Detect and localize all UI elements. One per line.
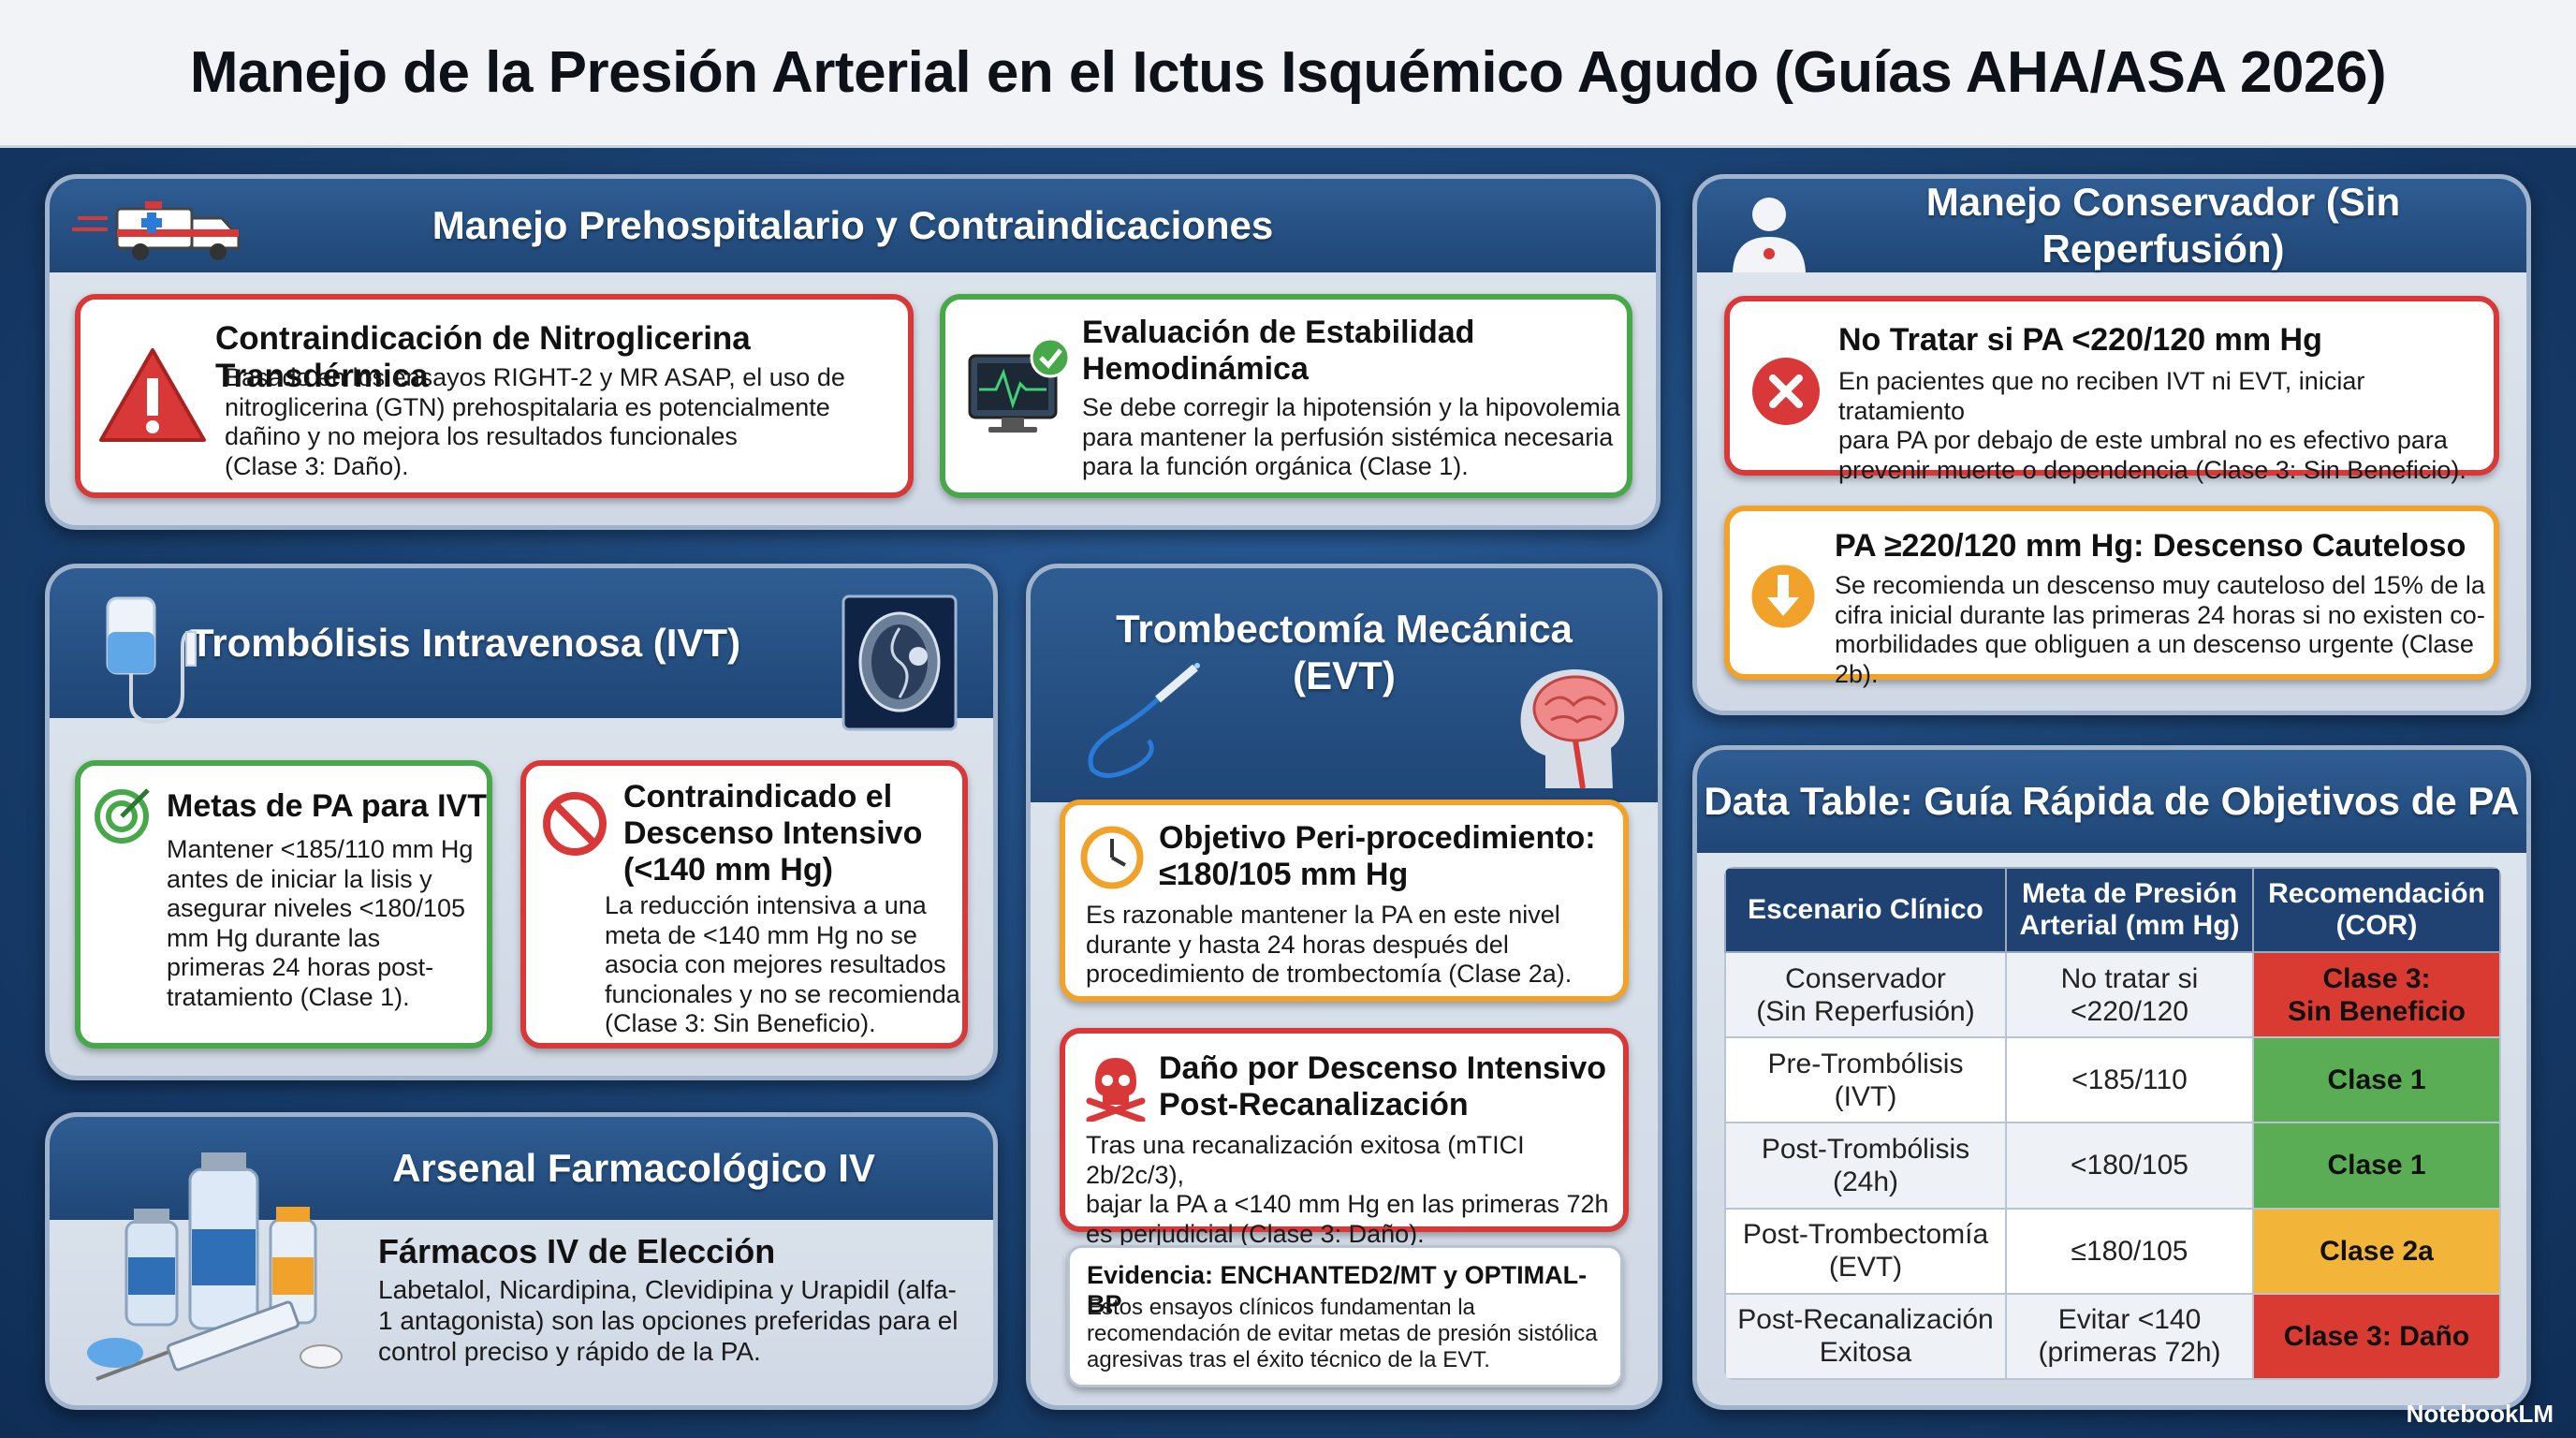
pharma-panel: Arsenal Farmacológico IV bbox=[45, 1112, 998, 1410]
target-cell: Evitar <140 (primeras 72h) bbox=[2005, 1292, 2254, 1380]
cautious-card: PA ≥220/120 mm Hg: Descenso Cauteloso Se… bbox=[1724, 506, 2499, 688]
ivt-goals-card: Metas de PA para IVT Mantener <185/110 m… bbox=[75, 760, 492, 1049]
x-circle-icon bbox=[1752, 358, 1820, 425]
header: Manejo de la Presión Arterial en el Ictu… bbox=[0, 0, 2576, 148]
nitroglycerin-text: Basado en los ensayos RIGHT-2 y MR ASAP,… bbox=[225, 363, 845, 480]
monitor-check-icon bbox=[968, 337, 1071, 433]
scenario-cell: Pre-Trombólisis (IVT) bbox=[1724, 1036, 2007, 1124]
iv-bag-icon bbox=[106, 596, 197, 725]
nitroglycerin-card: Contraindicación de Nitroglicerina Trans… bbox=[75, 294, 914, 498]
no-treat-text: En pacientes que no reciben IVT ni EVT, … bbox=[1838, 367, 2466, 484]
table-header-target: Meta de Presión Arterial (mm Hg) bbox=[2005, 867, 2254, 953]
prohibited-icon bbox=[543, 792, 607, 856]
target-cell: <185/110 bbox=[2005, 1036, 2254, 1124]
table-title-bar: Data Table: Guía Rápida de Objetivos de … bbox=[1697, 750, 2526, 853]
clock-icon bbox=[1080, 826, 1144, 889]
warning-icon bbox=[99, 348, 206, 442]
scenario-cell: Conservador (Sin Reperfusión) bbox=[1724, 950, 2007, 1039]
bp-targets-table: Escenario Clínico Meta de Presión Arteri… bbox=[1724, 867, 2501, 1380]
peri-procedure-text: Es razonable mantener la PA en este nive… bbox=[1086, 901, 1573, 989]
peri-procedure-title: Objetivo Peri-procedimiento:≤180/105 mm … bbox=[1159, 820, 1596, 893]
table-title: Data Table: Guía Rápida de Objetivos de … bbox=[1704, 778, 2520, 823]
pharma-text: Labetalol, Nicardipina, Clevidipina y Ur… bbox=[378, 1275, 959, 1366]
pharma-subtitle: Fármacos IV de Elección bbox=[378, 1232, 776, 1270]
head-brain-icon bbox=[1520, 669, 1625, 789]
patient-icon bbox=[1733, 198, 1806, 272]
scenario-cell: Post-Trombólisis (24h) bbox=[1724, 1122, 2007, 1210]
cor-cell: Clase 3: Sin Beneficio bbox=[2252, 950, 2501, 1039]
ivt-goals-title: Metas de PA para IVT bbox=[167, 788, 487, 824]
scenario-cell: Post-Trombectomía (EVT) bbox=[1724, 1207, 2007, 1295]
scenario-cell: Post-Recanalización Exitosa bbox=[1724, 1292, 2007, 1380]
catheter-icon bbox=[1088, 663, 1200, 778]
pharma-title: Arsenal Farmacológico IV bbox=[392, 1145, 875, 1190]
prehospital-title-bar: Manejo Prehospitalario y Contraindicacio… bbox=[50, 179, 1656, 272]
target-cell: ≤180/105 bbox=[2005, 1207, 2254, 1295]
evidence-card: Evidencia: ENCHANTED2/MT y OPTIMAL-BP Es… bbox=[1067, 1245, 1623, 1387]
vials-syringe-icon bbox=[87, 1152, 343, 1381]
table-row: Conservador (Sin Reperfusión)No tratar s… bbox=[1724, 950, 2501, 1039]
no-treat-title: No Tratar si PA <220/120 mm Hg bbox=[1838, 322, 2322, 358]
cor-cell: Clase 3: Daño bbox=[2252, 1292, 2501, 1380]
cautious-text: Se recomienda un descenso muy cauteloso … bbox=[1835, 571, 2485, 688]
table-header-cor: Recomendación (COR) bbox=[2252, 867, 2501, 953]
cor-cell: Clase 2a bbox=[2252, 1207, 2501, 1295]
evidence-title: Evidencia: ENCHANTED2/MT y OPTIMAL-BP bbox=[1087, 1261, 1588, 1319]
skull-icon bbox=[1086, 1058, 1146, 1122]
ivt-title: Trombólisis Intravenosa (IVT) bbox=[189, 620, 741, 665]
target-cell: <180/105 bbox=[2005, 1122, 2254, 1210]
conservative-title: Manejo Conservador (Sin Reperfusión) bbox=[1925, 179, 2401, 271]
target-cell: No tratar si <220/120 bbox=[2005, 950, 2254, 1039]
cor-cell: Clase 1 bbox=[2252, 1122, 2501, 1210]
table-header-scenario: Escenario Clínico bbox=[1724, 867, 2007, 953]
ambulance-icon bbox=[72, 201, 241, 260]
no-treat-card: No Tratar si PA <220/120 mm Hg En pacien… bbox=[1724, 296, 2499, 484]
brain-scan-icon bbox=[842, 594, 958, 731]
notebooklm-watermark: NotebookLM bbox=[2406, 1400, 2554, 1428]
harm-text: Tras una recanalización exitosa (mTICI 2… bbox=[1086, 1131, 1609, 1248]
ivt-title-bar: Trombólisis Intravenosa (IVT) bbox=[50, 568, 993, 718]
cautious-title: PA ≥220/120 mm Hg: Descenso Cauteloso bbox=[1835, 528, 2466, 564]
page-title: Manejo de la Presión Arterial en el Ictu… bbox=[189, 40, 2387, 105]
conservative-title-bar: Manejo Conservador (Sin Reperfusión) bbox=[1697, 179, 2526, 272]
prehospital-title: Manejo Prehospitalario y Contraindicacio… bbox=[432, 202, 1274, 247]
cor-cell: Clase 1 bbox=[2252, 1036, 2501, 1124]
target-icon bbox=[95, 788, 150, 844]
peri-procedure-card: Objetivo Peri-procedimiento:≤180/105 mm … bbox=[1060, 800, 1629, 1002]
evt-title: Trombectomía Mecánica(EVT) bbox=[1116, 607, 1573, 698]
arrow-down-icon bbox=[1749, 562, 1818, 631]
nitroglycerin-title: Contraindicación de Nitroglicerina Trans… bbox=[215, 320, 751, 395]
table-header-row: Escenario Clínico Meta de Presión Arteri… bbox=[1724, 867, 2501, 953]
hemodynamic-text: Se debe corregir la hipotensión y la hip… bbox=[1082, 393, 1620, 481]
